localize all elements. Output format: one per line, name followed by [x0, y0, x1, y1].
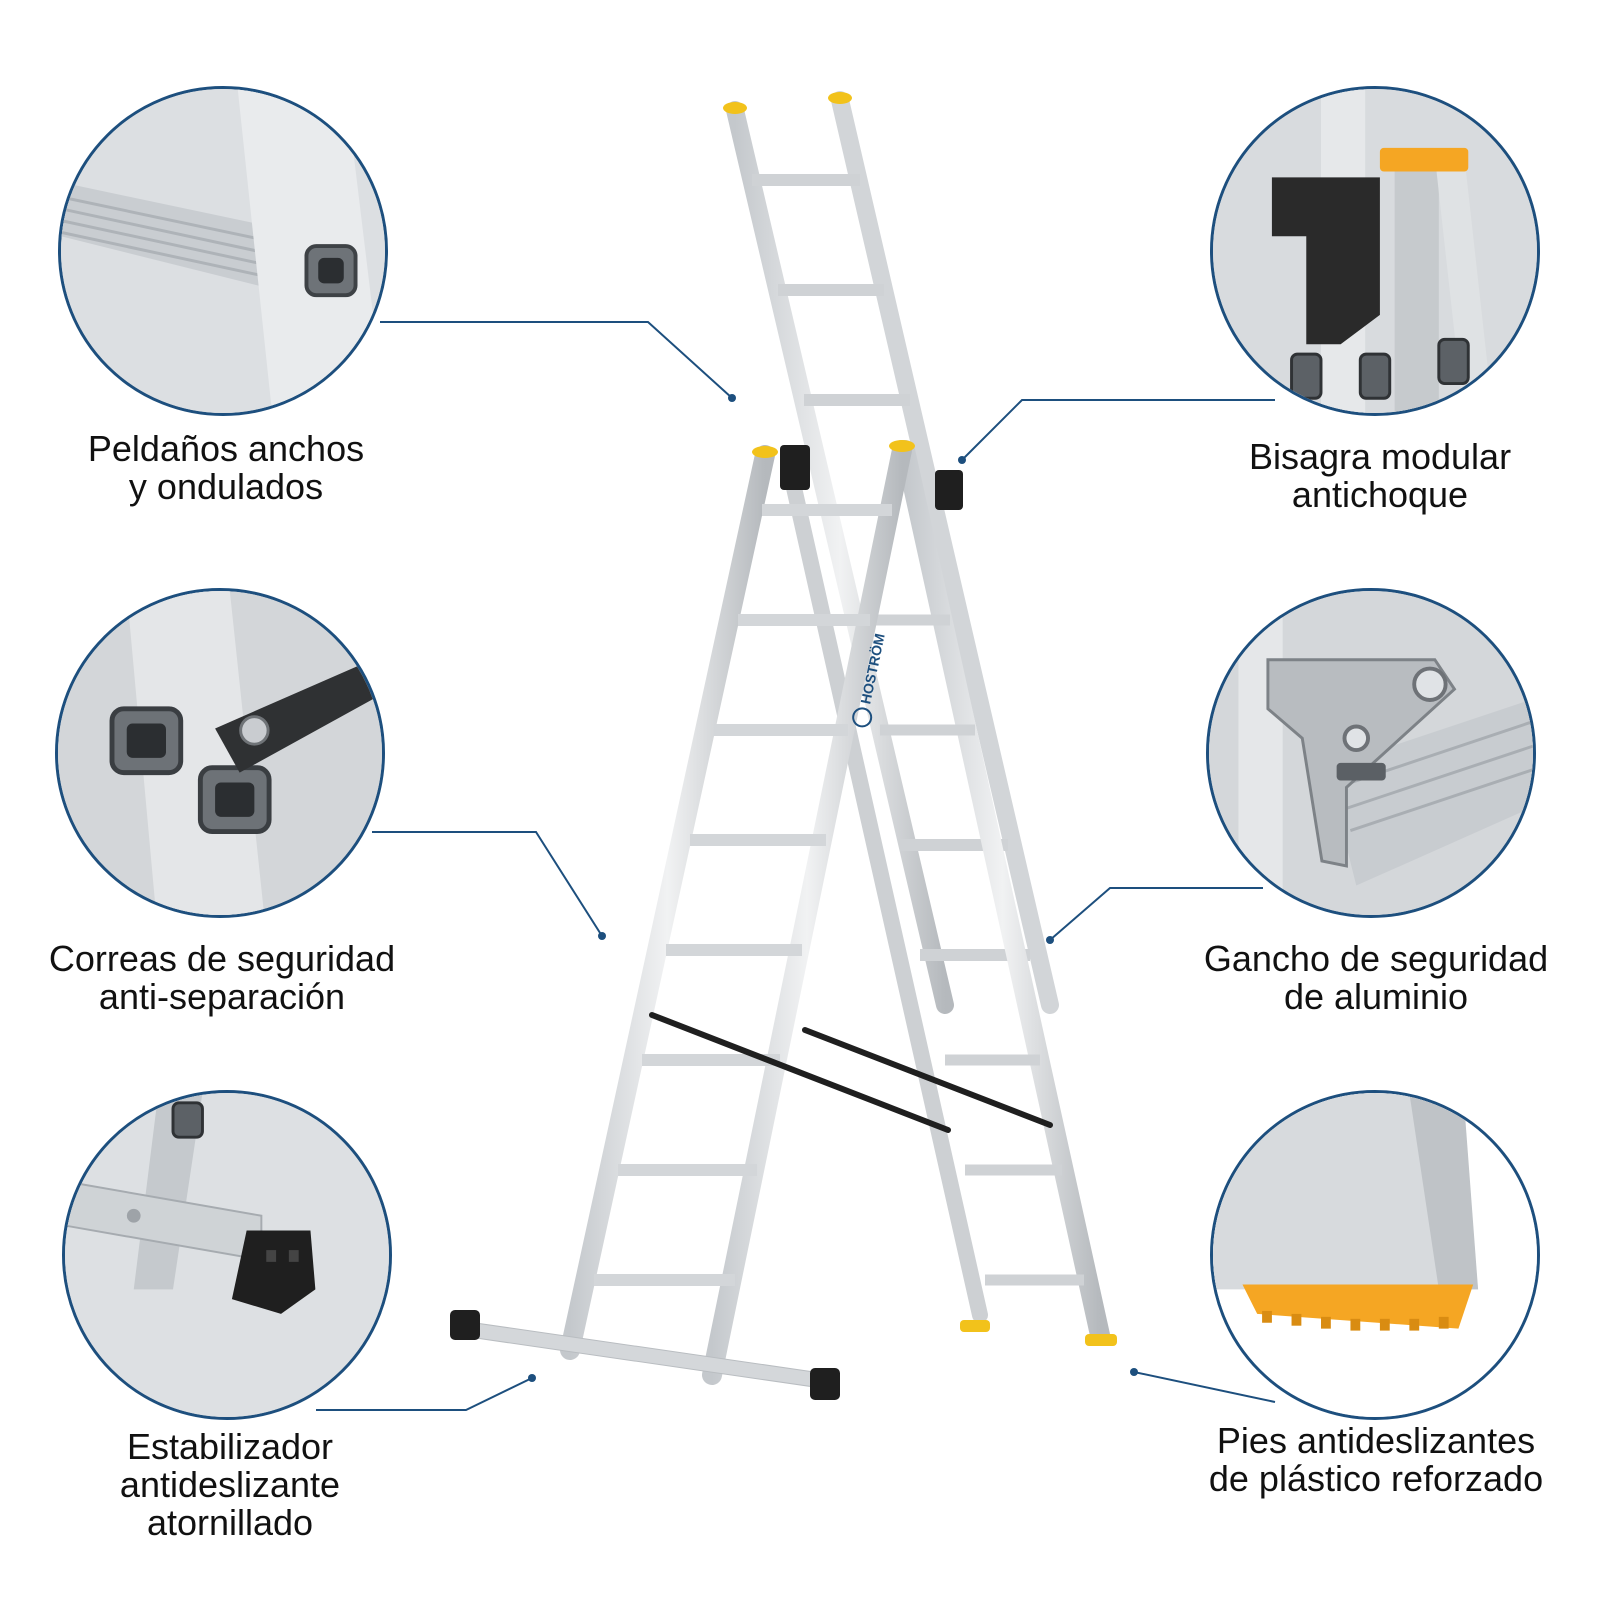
leader-dot-hook [1046, 936, 1054, 944]
leader-line-straps [372, 831, 603, 937]
stabilizer-bar [450, 1310, 840, 1400]
caption-straps-line1: Correas de seguridad [48, 938, 396, 979]
leader-line-stabilizer [316, 1377, 533, 1411]
leader-dot-straps [598, 932, 606, 940]
ladder-front-section: HOSTRÖM [560, 440, 915, 1385]
caption-stabilizer-line2: antideslizante [119, 1464, 341, 1505]
leader-line-feet [1133, 1371, 1276, 1403]
caption-stabilizer-line3: atornillado [146, 1502, 314, 1543]
leader-line-hinge [961, 399, 1275, 461]
leader-line-hook [1049, 887, 1263, 941]
caption-hook-line2: de aluminio [1283, 976, 1469, 1017]
callout-straps-circle [55, 588, 385, 918]
caption-hinge-line1: Bisagra modular [1248, 436, 1512, 477]
caption-feet-line2: de plástico reforzado [1208, 1458, 1544, 1499]
caption-stabilizer: Estabilizador antideslizante atornillado [20, 1428, 440, 1542]
callout-hinge-circle [1210, 86, 1540, 416]
caption-rungs: Peldaños anchos y ondulados [16, 430, 436, 506]
callout-rungs-circle [58, 86, 388, 416]
caption-feet: Pies antideslizantes de plástico reforza… [1166, 1422, 1586, 1498]
caption-hook-line1: Gancho de seguridad [1203, 938, 1549, 979]
leader-dot-feet [1130, 1368, 1138, 1376]
leader-dot-hinge [958, 456, 966, 464]
callout-stabilizer-circle [62, 1090, 392, 1420]
caption-rungs-line1: Peldaños anchos [87, 428, 365, 469]
caption-stabilizer-line1: Estabilizador [126, 1426, 334, 1467]
ladder-rear-section [782, 440, 1117, 1346]
leader-dot-rungs [728, 394, 736, 402]
caption-hinge: Bisagra modular antichoque [1170, 438, 1590, 514]
caption-rungs-line2: y ondulados [128, 466, 324, 507]
callout-feet-circle [1210, 1090, 1540, 1420]
leader-dot-stabilizer [528, 1374, 536, 1382]
caption-straps: Correas de seguridad anti-separación [12, 940, 432, 1016]
caption-hinge-line2: antichoque [1291, 474, 1469, 515]
safety-straps [649, 1012, 1053, 1133]
leader-line-rungs [380, 321, 733, 399]
ladder-illustration: HOSTRÖM [450, 91, 1117, 1400]
callout-hook-circle [1206, 588, 1536, 918]
caption-hook: Gancho de seguridad de aluminio [1166, 940, 1586, 1016]
caption-feet-line1: Pies antideslizantes [1216, 1420, 1536, 1461]
caption-straps-line2: anti-separación [98, 976, 346, 1017]
